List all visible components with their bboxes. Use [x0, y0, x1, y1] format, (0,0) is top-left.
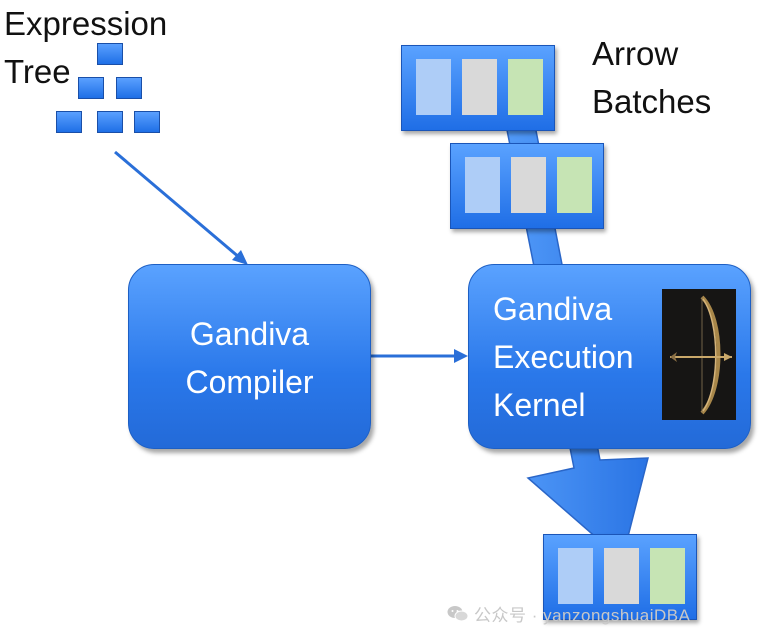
compiler-text: Gandiva Compiler [129, 310, 370, 406]
tree-node-mid-right [116, 77, 142, 99]
tree-node-leaf-1 [56, 111, 82, 133]
kernel-text-line2: Execution [493, 339, 634, 375]
bow-and-arrow-icon [662, 289, 736, 420]
batch-column-gray [462, 59, 497, 115]
batch-column-green [650, 548, 685, 604]
tree-node-leaf-3 [134, 111, 160, 133]
arrow-batch-2 [450, 143, 604, 229]
tree-node-mid-left [78, 77, 104, 99]
batch-column-blue [558, 548, 593, 604]
arrow-batches-label: Arrow Batches [592, 30, 711, 126]
batch-column-blue [416, 59, 451, 115]
watermark: 公众号 · yanzongshuaiDBA [447, 601, 690, 626]
gandiva-compiler-node: Gandiva Compiler [128, 264, 371, 449]
kernel-text-line3: Kernel [493, 387, 586, 423]
tree-node-leaf-2 [97, 111, 123, 133]
kernel-text-line1: Gandiva [493, 291, 613, 327]
expression-tree-label-line2: Tree [4, 53, 71, 90]
batch-column-gray [604, 548, 639, 604]
compiler-text-line1: Gandiva [189, 316, 310, 352]
expression-tree-label-line1: Expression [4, 5, 168, 42]
wechat-icon [447, 605, 469, 621]
batch-column-gray [511, 157, 546, 213]
arrow-batches-label-line2: Batches [592, 83, 712, 120]
kernel-text: Gandiva Execution Kernel [493, 285, 634, 429]
output-arrow-batch [543, 534, 697, 620]
arrow-batch-1 [401, 45, 555, 131]
expression-tree-label: Expression Tree [4, 0, 167, 96]
compiler-text-line2: Compiler [185, 364, 314, 400]
watermark-text: 公众号 · yanzongshuaiDBA [474, 606, 691, 625]
batch-column-blue [465, 157, 500, 213]
batch-column-green [557, 157, 592, 213]
batch-column-green [508, 59, 543, 115]
tree-node-root [97, 43, 123, 65]
arrow-batches-label-line1: Arrow [592, 35, 679, 72]
